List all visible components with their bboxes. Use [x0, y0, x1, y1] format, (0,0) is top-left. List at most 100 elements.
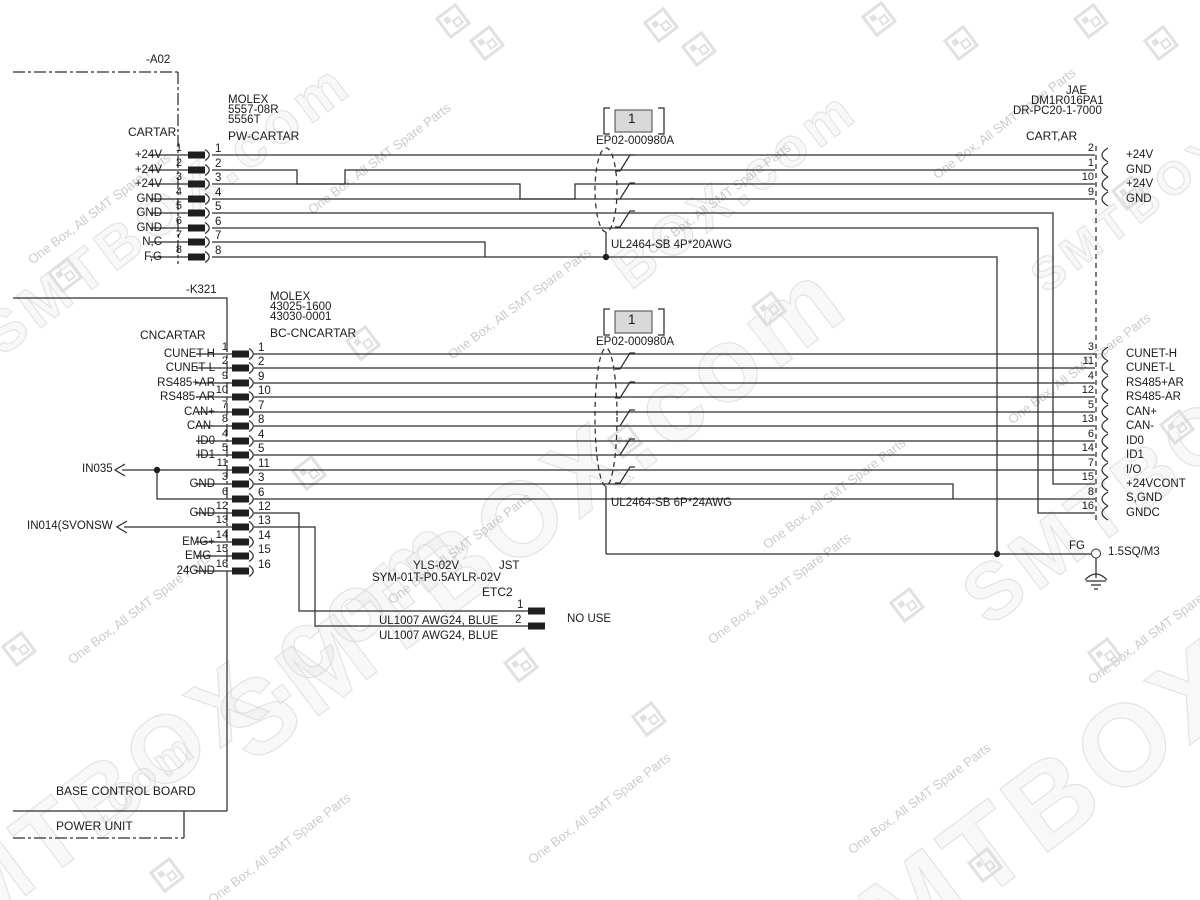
pin-number-left: 7	[221, 399, 228, 411]
frame-ground-symbol	[153, 253, 1108, 590]
pin-label: +24V	[134, 178, 162, 190]
pin-number-right: 7	[215, 230, 222, 242]
part-2: DR-PC20-1-7000	[1013, 105, 1102, 117]
designator-k321: -K321	[186, 284, 217, 296]
cable-marker-1: 1	[628, 111, 636, 126]
part-1: DM1R016PA1	[1031, 95, 1104, 107]
pin-label: +24VCONT	[1126, 478, 1186, 490]
wire-spec-2: UL1007 AWG24, BLUE	[379, 630, 499, 642]
pin-label: +24V	[134, 164, 162, 176]
pin-number: 6	[1087, 428, 1094, 440]
part-2: SYM-01T-P0.5AYLR-02V	[372, 572, 501, 584]
pin-label: CAN+	[1126, 406, 1157, 418]
pin-number-left: 4	[221, 428, 228, 440]
pin-number: 1	[517, 599, 524, 611]
pin-number-left: 6	[221, 486, 228, 498]
power-unit-label: POWER UNIT	[56, 819, 133, 833]
pin-number-right: 3	[258, 472, 265, 484]
part-2: 5556T	[228, 114, 261, 126]
pin-number-right: 14	[258, 530, 271, 542]
connector-name: ETC2	[482, 585, 513, 599]
pin-label: RS485-AR	[1126, 391, 1181, 403]
pin-number-right: 5	[215, 201, 222, 213]
etc2-pins	[528, 607, 545, 630]
pin-label: GND	[136, 193, 162, 205]
pin-number-left: 13	[215, 514, 228, 526]
pin-number-right: 2	[215, 158, 222, 170]
pin-label: 24GND	[176, 565, 215, 577]
harness-name: BC-CNCARTAR	[270, 326, 357, 340]
pin-number: 13	[1081, 413, 1094, 425]
pin-number-right: 5	[258, 443, 265, 455]
pin-number-left: 10	[215, 384, 228, 396]
pin-number: 10	[1081, 171, 1094, 183]
part-1: YLS-02V	[413, 560, 460, 572]
pin-number-left: 16	[215, 558, 228, 570]
k321-section-wires	[122, 353, 1095, 627]
pin-number-right: 11	[258, 458, 270, 470]
pin-number: 4	[1087, 370, 1094, 382]
pin-number-left: 8	[175, 244, 182, 256]
pin-number-left: 3	[221, 471, 228, 483]
pin-number: 8	[1087, 486, 1094, 498]
pin-number: 2	[1087, 142, 1094, 154]
cable-part-1: EP02-000980A	[596, 135, 675, 147]
pin-label: +24V	[1126, 178, 1154, 190]
pin-number-right: 4	[258, 429, 265, 441]
pin-label: +24V	[134, 149, 162, 161]
mfr: JST	[499, 560, 520, 572]
cable-shield-symbols	[594, 147, 636, 554]
signal-in035: IN035	[82, 463, 113, 475]
designator-a02: -A02	[146, 54, 171, 66]
pin-label: RS485+AR	[157, 377, 215, 389]
pin-number-right: 1	[258, 342, 265, 354]
cable-spec-2: UL2464-SB 6P*24AWG	[611, 497, 733, 509]
pin-number-left: 11	[216, 457, 228, 469]
pin-number-left: 9	[221, 370, 228, 382]
pin-number: 5	[1087, 399, 1094, 411]
pin-label: F,G	[144, 251, 162, 263]
pin-number-right: 10	[258, 385, 271, 397]
connector-name: CARTAR	[128, 125, 177, 139]
pin-number-left: 7	[175, 229, 182, 241]
pin-number: 16	[1081, 500, 1094, 512]
pin-label: CUNET-L	[165, 362, 215, 374]
wire-spec-1: UL1007 AWG24, BLUE	[379, 615, 499, 627]
pin-label: CAN-	[1126, 420, 1155, 432]
pin-label: N,C	[142, 236, 162, 248]
pin-number-left: 5	[221, 442, 228, 454]
pin-label: CAN+	[184, 406, 215, 418]
pin-label: GND	[1126, 193, 1152, 205]
pin-number-left: 8	[221, 413, 228, 425]
connector-name: CNCARTAR	[140, 328, 206, 342]
pin-number-left: 1	[221, 341, 228, 353]
pin-label: GND	[189, 507, 215, 519]
pin-label: RS485-AR	[160, 391, 215, 403]
cable-spec-1: UL2464-SB 4P*20AWG	[611, 239, 733, 251]
input-arrows	[113, 463, 128, 534]
fg-wire-spec: 1.5SQ/M3	[1108, 546, 1160, 558]
board-outline-lines	[13, 71, 1097, 839]
pin-number-right: 16	[258, 559, 271, 571]
pin-label: GNDC	[1126, 507, 1160, 519]
pin-number: 9	[1087, 186, 1094, 198]
pin-number: 14	[1081, 442, 1094, 454]
pin-label: ID0	[197, 435, 215, 447]
pin-label: S,GND	[1126, 492, 1163, 504]
pin-number-right: 3	[215, 172, 222, 184]
pin-number-right: 6	[258, 487, 265, 499]
part-2: 43030-0001	[270, 311, 332, 323]
pin-number-right: 15	[258, 544, 271, 556]
cable-marker-boxes	[603, 107, 665, 336]
pin-number: 2	[515, 614, 522, 626]
mfr: MOLEX	[228, 94, 269, 106]
connector-name: CART,AR	[1026, 129, 1078, 143]
pin-label: +24V	[1126, 149, 1154, 161]
pin-label: EMG+	[182, 536, 215, 548]
pin-number: 1	[1087, 157, 1094, 169]
pin-label: CAN-	[186, 420, 215, 432]
pin-number-right: 9	[258, 371, 265, 383]
pin-number-left: 4	[175, 186, 182, 198]
harness-name: PW-CARTAR	[228, 129, 300, 143]
pin-label: RS485+AR	[1126, 377, 1184, 389]
